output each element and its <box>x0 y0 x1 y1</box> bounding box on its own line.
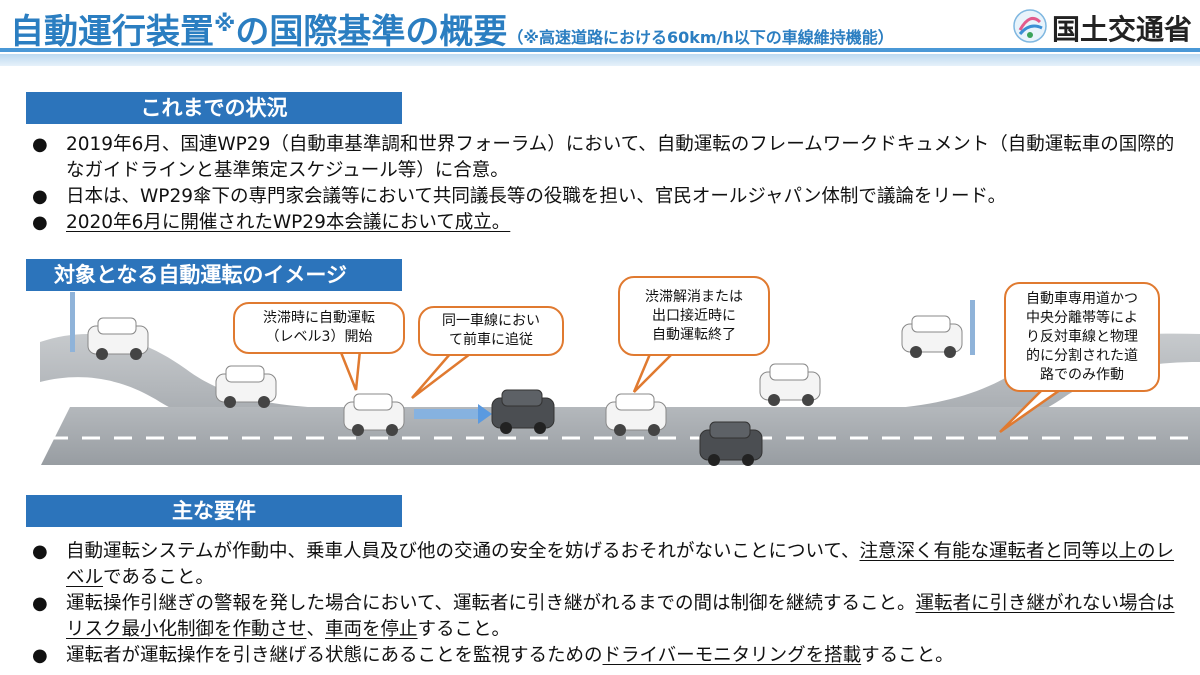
section-heading-image: 対象となる自動運転のイメージ <box>26 259 402 291</box>
req3-end: すること。 <box>861 645 954 666</box>
page-title: 自動運行装置※の国際基準の概要（※高速道路における60km/h以下の車線維持機能… <box>10 4 894 53</box>
header-rule <box>0 48 1200 52</box>
status-bullet-list: ● 2019年6月、国連WP29（自動車基準調和世界フォーラム）において、自動運転… <box>30 132 1180 236</box>
req2-comma: 、 <box>306 619 326 640</box>
automated-driving-illustration: 渋滞時に自動運転 （レベル3）開始 同一車線におい て前車に追従 渋滞解消または… <box>40 276 1200 487</box>
status-bullet: ● 2020年6月に開催されたWP29本会議において成立。 <box>30 210 1180 236</box>
req1-emphasis: 注意深く有能な運転者と同等以上のレベル <box>66 541 1174 588</box>
title-rest: の国際基準の概要 <box>235 12 508 52</box>
page-header: 自動運行装置※の国際基準の概要（※高速道路における60km/h以下の車線維持機能… <box>0 0 1200 68</box>
req1-end: であること。 <box>103 567 214 588</box>
white-car-icon <box>901 315 963 358</box>
req2-emphasis-2: 車両を停止 <box>325 619 418 640</box>
callout-road-condition: 自動車専用道かつ 中央分離帯等によ り反対車線と物理 的に分割された道 路でのみ… <box>1004 282 1160 392</box>
status-bullet: ● 2019年6月、国連WP29（自動車基準調和世界フォーラム）において、自動運転… <box>30 132 1180 184</box>
title-main: 自動運行装置 <box>10 12 214 52</box>
white-car-icon <box>343 393 405 436</box>
status-bullet-text: 日本は、WP29傘下の専門家会議等において共同議長等の役職を担い、官民オールジャ… <box>66 186 1007 207</box>
req3-text: 運転者が運転操作を引き継げる状態にあることを監視するための <box>66 645 603 666</box>
requirement-bullet: ● 自動運転システムが作動中、乗車人員及び他の交通の安全を妨げるおそれがないことに… <box>30 539 1180 591</box>
requirement-bullet: ● 運転操作引継ぎの警報を発した場合において、運転者に引き継がれるまでの間は制御を… <box>30 591 1180 643</box>
white-car-icon <box>759 363 821 406</box>
bullet-dot-icon: ● <box>32 541 48 562</box>
status-bullet-text: 2019年6月、国連WP29（自動車基準調和世界フォーラム）において、自動運転の… <box>66 134 1175 181</box>
requirements-bullet-list: ● 自動運転システムが作動中、乗車人員及び他の交通の安全を妨げるおそれがないことに… <box>30 539 1180 669</box>
header-band <box>0 54 1200 66</box>
bullet-dot-icon: ● <box>32 645 48 666</box>
callout-follow-car: 同一車線におい て前車に追従 <box>418 306 564 356</box>
follow-arrow-icon <box>414 404 492 424</box>
white-car-icon <box>87 317 149 360</box>
callout-pointer <box>632 352 676 393</box>
callout-driving-end: 渋滞解消または 出口接近時に 自動運転終了 <box>618 276 770 356</box>
title-mark: ※ <box>214 12 236 37</box>
main-road <box>40 407 1200 467</box>
bullet-dot-icon: ● <box>32 212 48 233</box>
callout-pointer <box>411 352 474 399</box>
pole-right <box>970 300 975 355</box>
req2-text: 運転操作引継ぎの警報を発した場合において、運転者に引き継がれるまでの間は制御を継… <box>66 593 916 614</box>
status-bullet: ● 日本は、WP29傘下の専門家会議等において共同議長等の役職を担い、官民オールジ… <box>30 184 1180 210</box>
dark-car-icon <box>699 421 763 466</box>
white-car-icon <box>605 393 667 436</box>
bullet-dot-icon: ● <box>32 134 48 155</box>
callout-pointer <box>338 348 362 391</box>
status-bullet-text: 2020年6月に開催されたWP29本会議において成立。 <box>66 212 511 233</box>
title-subtitle: （※高速道路における60km/h以下の車線維持機能） <box>507 28 894 47</box>
section-heading-status: これまでの状況 <box>26 92 402 124</box>
pole-left <box>70 292 75 352</box>
logo-text: 国土交通省 <box>1052 13 1193 46</box>
req2-end: すること。 <box>417 619 511 640</box>
bullet-dot-icon: ● <box>32 186 48 207</box>
req3-emphasis: ドライバーモニタリングを搭載 <box>602 645 862 666</box>
dark-car-icon <box>491 389 555 434</box>
mlit-logo: 国土交通省 <box>1006 4 1196 48</box>
callout-level3-start: 渋滞時に自動運転 （レベル3）開始 <box>233 302 405 354</box>
req2-emphasis-1: 運転者に引き継がれない場合はリスク最小化制御を作動させ <box>66 593 1175 640</box>
mlit-logo-icon <box>1013 9 1047 43</box>
section-heading-requirements: 主な要件 <box>26 495 402 527</box>
req1-text: 自動運転システムが作動中、乗車人員及び他の交通の安全を妨げるおそれがないことにつ… <box>66 541 860 562</box>
bullet-dot-icon: ● <box>32 593 48 614</box>
requirement-bullet: ● 運転者が運転操作を引き継げる状態にあることを監視するためのドライバーモニタリン… <box>30 643 1180 669</box>
white-car-icon <box>215 365 277 408</box>
